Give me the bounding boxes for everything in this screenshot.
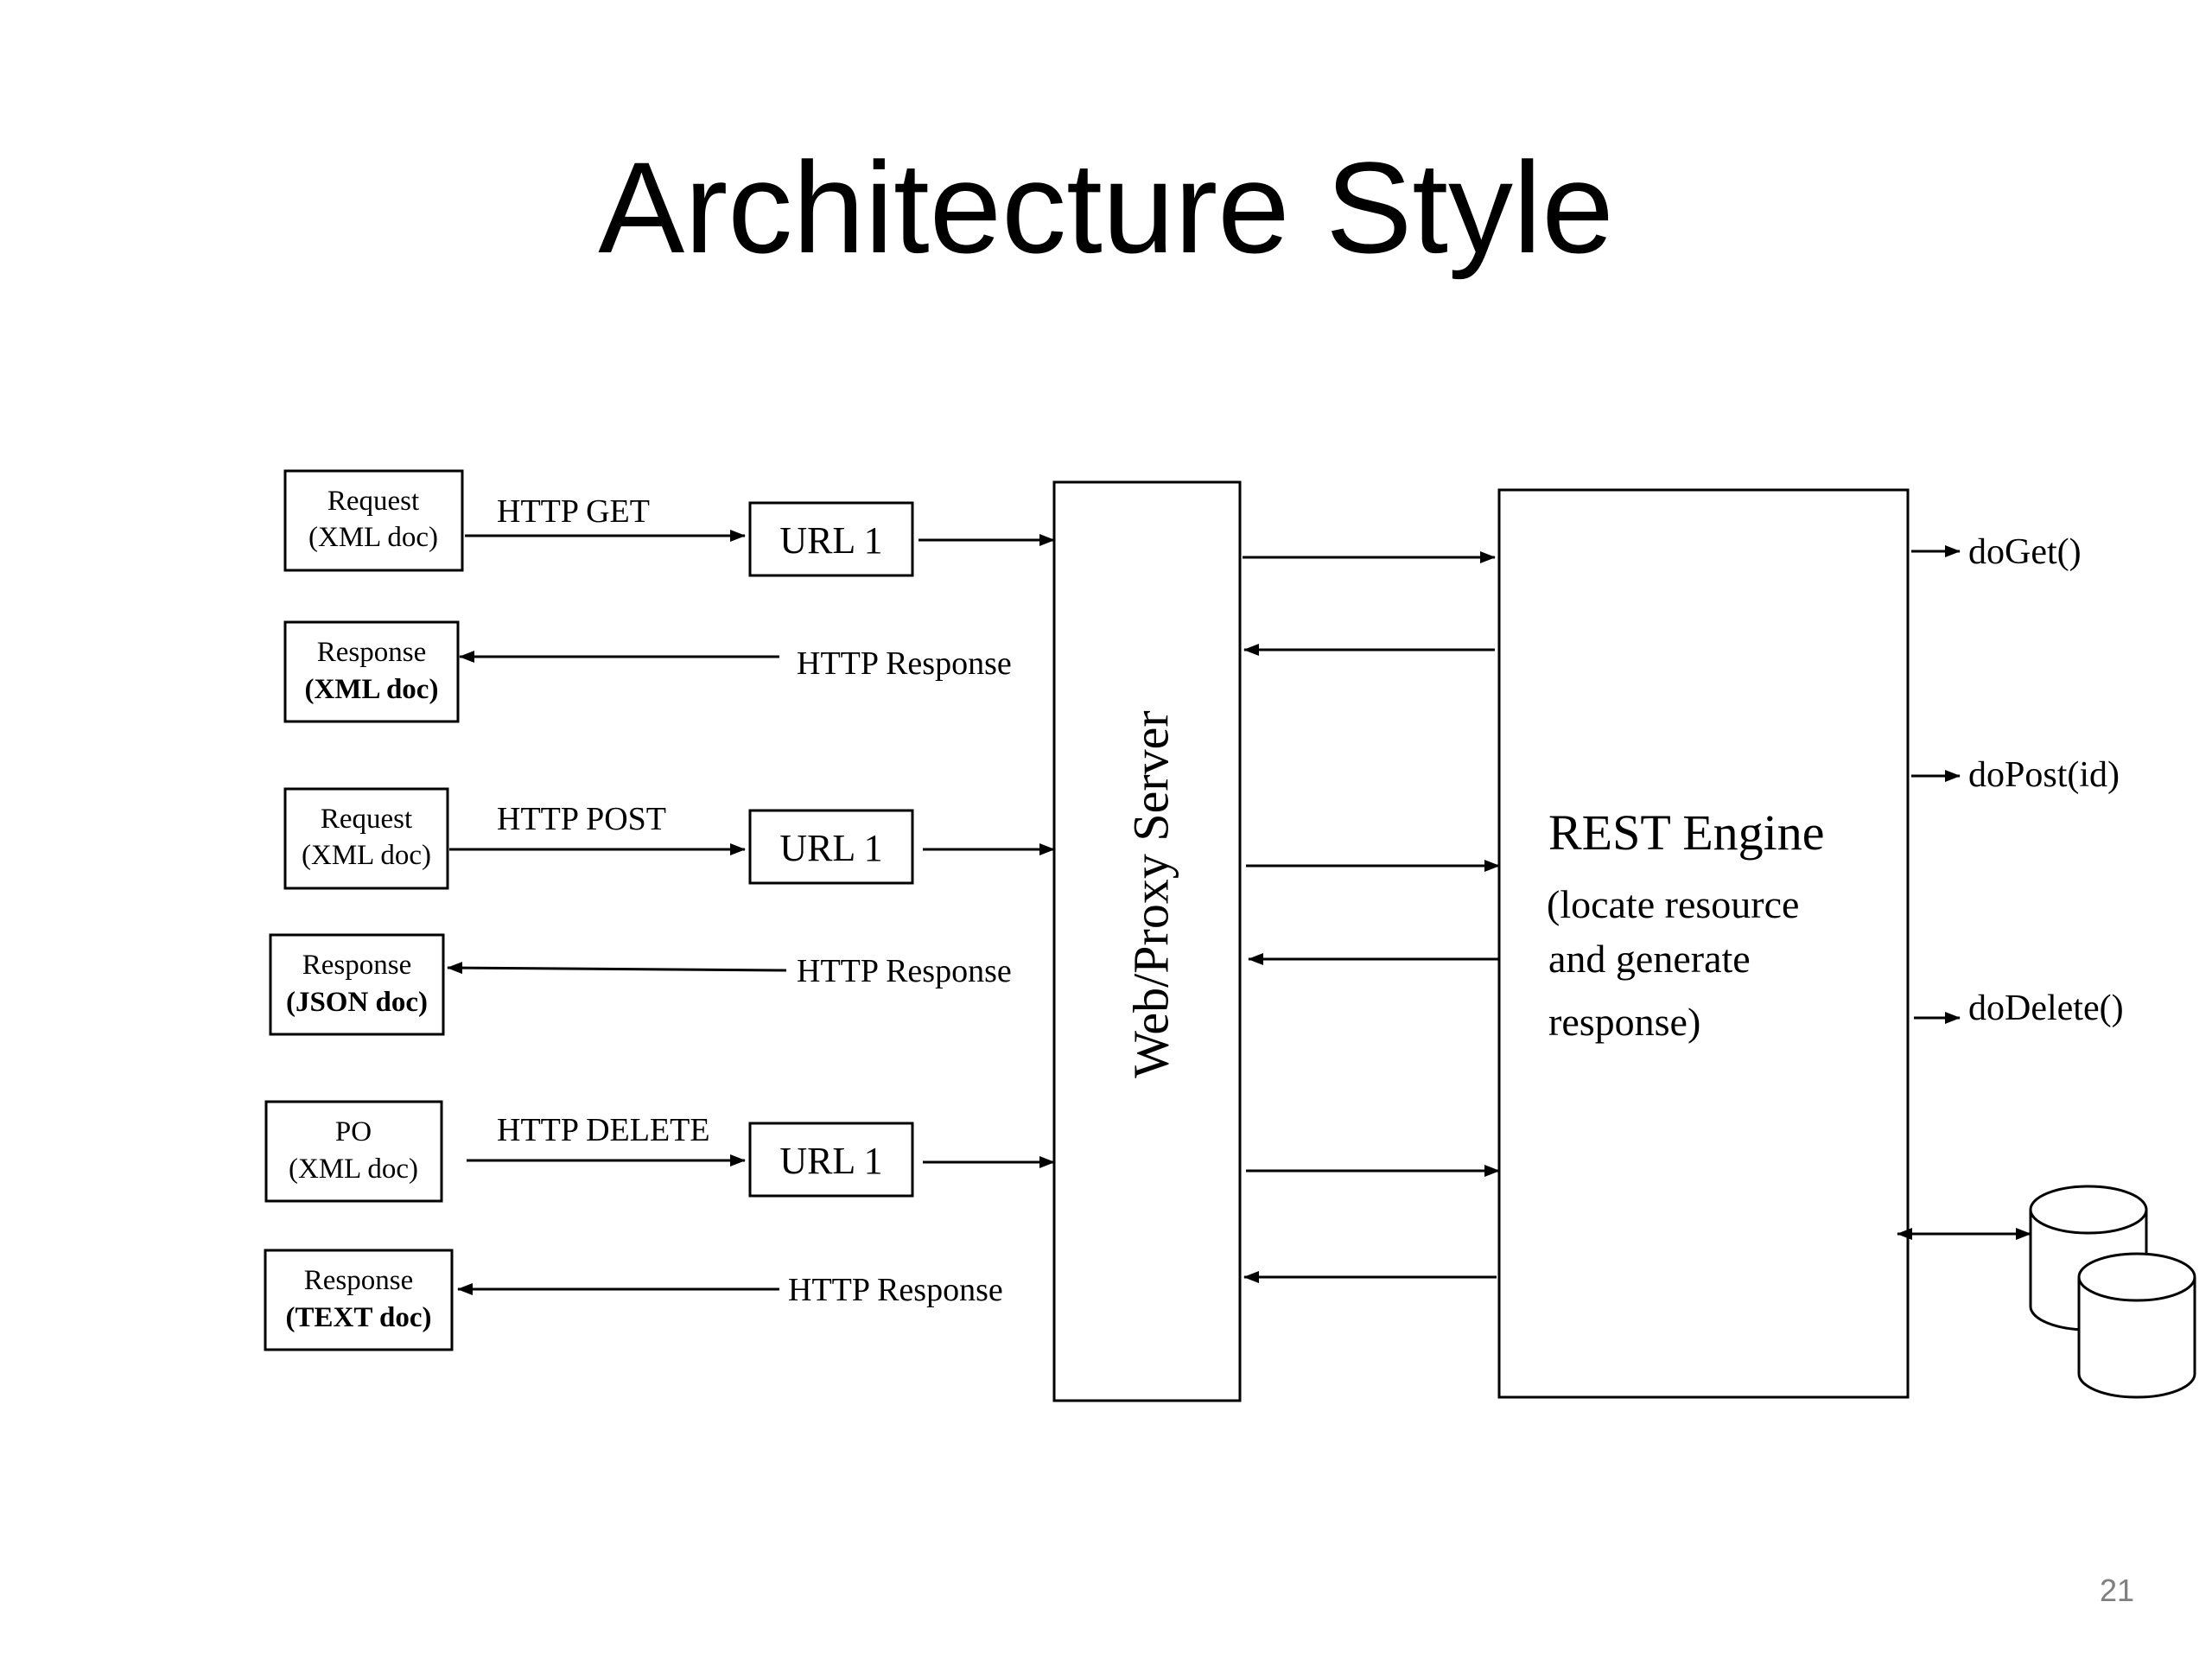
left-box-4: Response (JSON doc) xyxy=(269,933,445,1036)
left-box-3: Request (XML doc) xyxy=(283,787,449,890)
slide-title: Architecture Style xyxy=(598,135,1614,280)
rest-engine-title: REST Engine xyxy=(1548,804,1825,861)
left-box-1-line1: Request xyxy=(327,486,419,517)
url-box-1-label: URL 1 xyxy=(779,519,882,562)
left-box-4-line1: Response xyxy=(302,950,412,981)
http-response-3: HTTP Response xyxy=(788,1272,1003,1308)
database-icon xyxy=(2029,1185,2196,1399)
left-box-5: PO (XML doc) xyxy=(264,1100,443,1203)
rest-engine-line2: and generate xyxy=(1548,937,1751,981)
method-dodelete: doDelete() xyxy=(1968,988,2124,1028)
arrow-response-2 xyxy=(447,962,787,975)
rest-engine: REST Engine (locate resource and generat… xyxy=(1497,488,1910,1399)
web-proxy-server: Web/Proxy Server xyxy=(1052,480,1242,1402)
left-box-2-line2: (XML doc) xyxy=(305,674,439,705)
http-method-get: HTTP GET xyxy=(497,493,650,530)
url-box-2-label: URL 1 xyxy=(779,827,882,869)
left-box-5-line1: PO xyxy=(335,1116,372,1147)
left-box-6: Response (TEXT doc) xyxy=(264,1249,454,1351)
left-box-3-line2: (XML doc) xyxy=(302,840,431,871)
left-box-6-line2: (TEXT doc) xyxy=(286,1302,432,1333)
left-box-6-line1: Response xyxy=(304,1265,414,1296)
left-box-1-line2: (XML doc) xyxy=(308,522,438,553)
left-box-5-line2: (XML doc) xyxy=(289,1154,418,1185)
page-number: 21 xyxy=(2099,1573,2134,1608)
rest-engine-line1: (locate resource xyxy=(1547,882,1799,926)
left-box-1: Request (XML doc) xyxy=(283,469,464,572)
url-box-1: URL 1 xyxy=(748,501,914,577)
web-proxy-server-label: Web/Proxy Server xyxy=(1122,710,1179,1077)
left-box-3-line1: Request xyxy=(321,804,412,835)
left-box-2: Response (XML doc) xyxy=(283,620,460,723)
http-method-delete: HTTP DELETE xyxy=(497,1112,710,1148)
http-response-1: HTTP Response xyxy=(797,645,1012,682)
url-box-2: URL 1 xyxy=(748,809,914,885)
method-dopost: doPost(id) xyxy=(1968,755,2120,795)
url-box-3: URL 1 xyxy=(748,1122,914,1198)
rest-engine-line3: response) xyxy=(1548,1000,1700,1044)
url-box-3-label: URL 1 xyxy=(779,1140,882,1182)
method-doget: doGet() xyxy=(1968,532,2082,572)
left-box-4-line2: (JSON doc) xyxy=(286,987,428,1018)
left-box-2-line1: Response xyxy=(317,637,427,668)
http-method-post: HTTP POST xyxy=(497,801,666,837)
http-response-2: HTTP Response xyxy=(797,953,1012,989)
